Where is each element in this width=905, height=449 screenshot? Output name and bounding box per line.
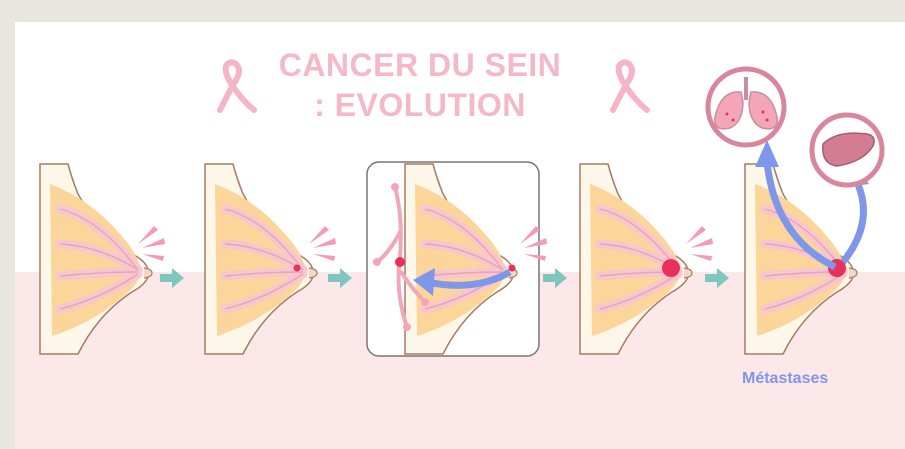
stage-healthy [40, 164, 165, 354]
arrow-icon [705, 268, 729, 288]
ribbon-icon [220, 62, 254, 110]
liver-icon [812, 115, 882, 185]
ribbon-icon [613, 62, 647, 110]
arrow-icon [328, 268, 352, 288]
metastases-label: Métastases [742, 370, 828, 388]
arrow-icon [160, 268, 184, 288]
arrow-icon [543, 268, 567, 288]
stage-metastases [745, 164, 857, 354]
stage-large-tumor [580, 164, 713, 354]
stage-small-tumor [205, 164, 336, 354]
diagram-card: CANCER DU SEIN : EVOLUTION Métastases [15, 22, 905, 449]
title-line-1: CANCER DU SEIN [255, 45, 585, 85]
lungs-icon [708, 69, 784, 145]
stage-duct-spread [367, 162, 547, 356]
page-title: CANCER DU SEIN : EVOLUTION [255, 45, 585, 125]
title-line-2: : EVOLUTION [255, 85, 585, 125]
